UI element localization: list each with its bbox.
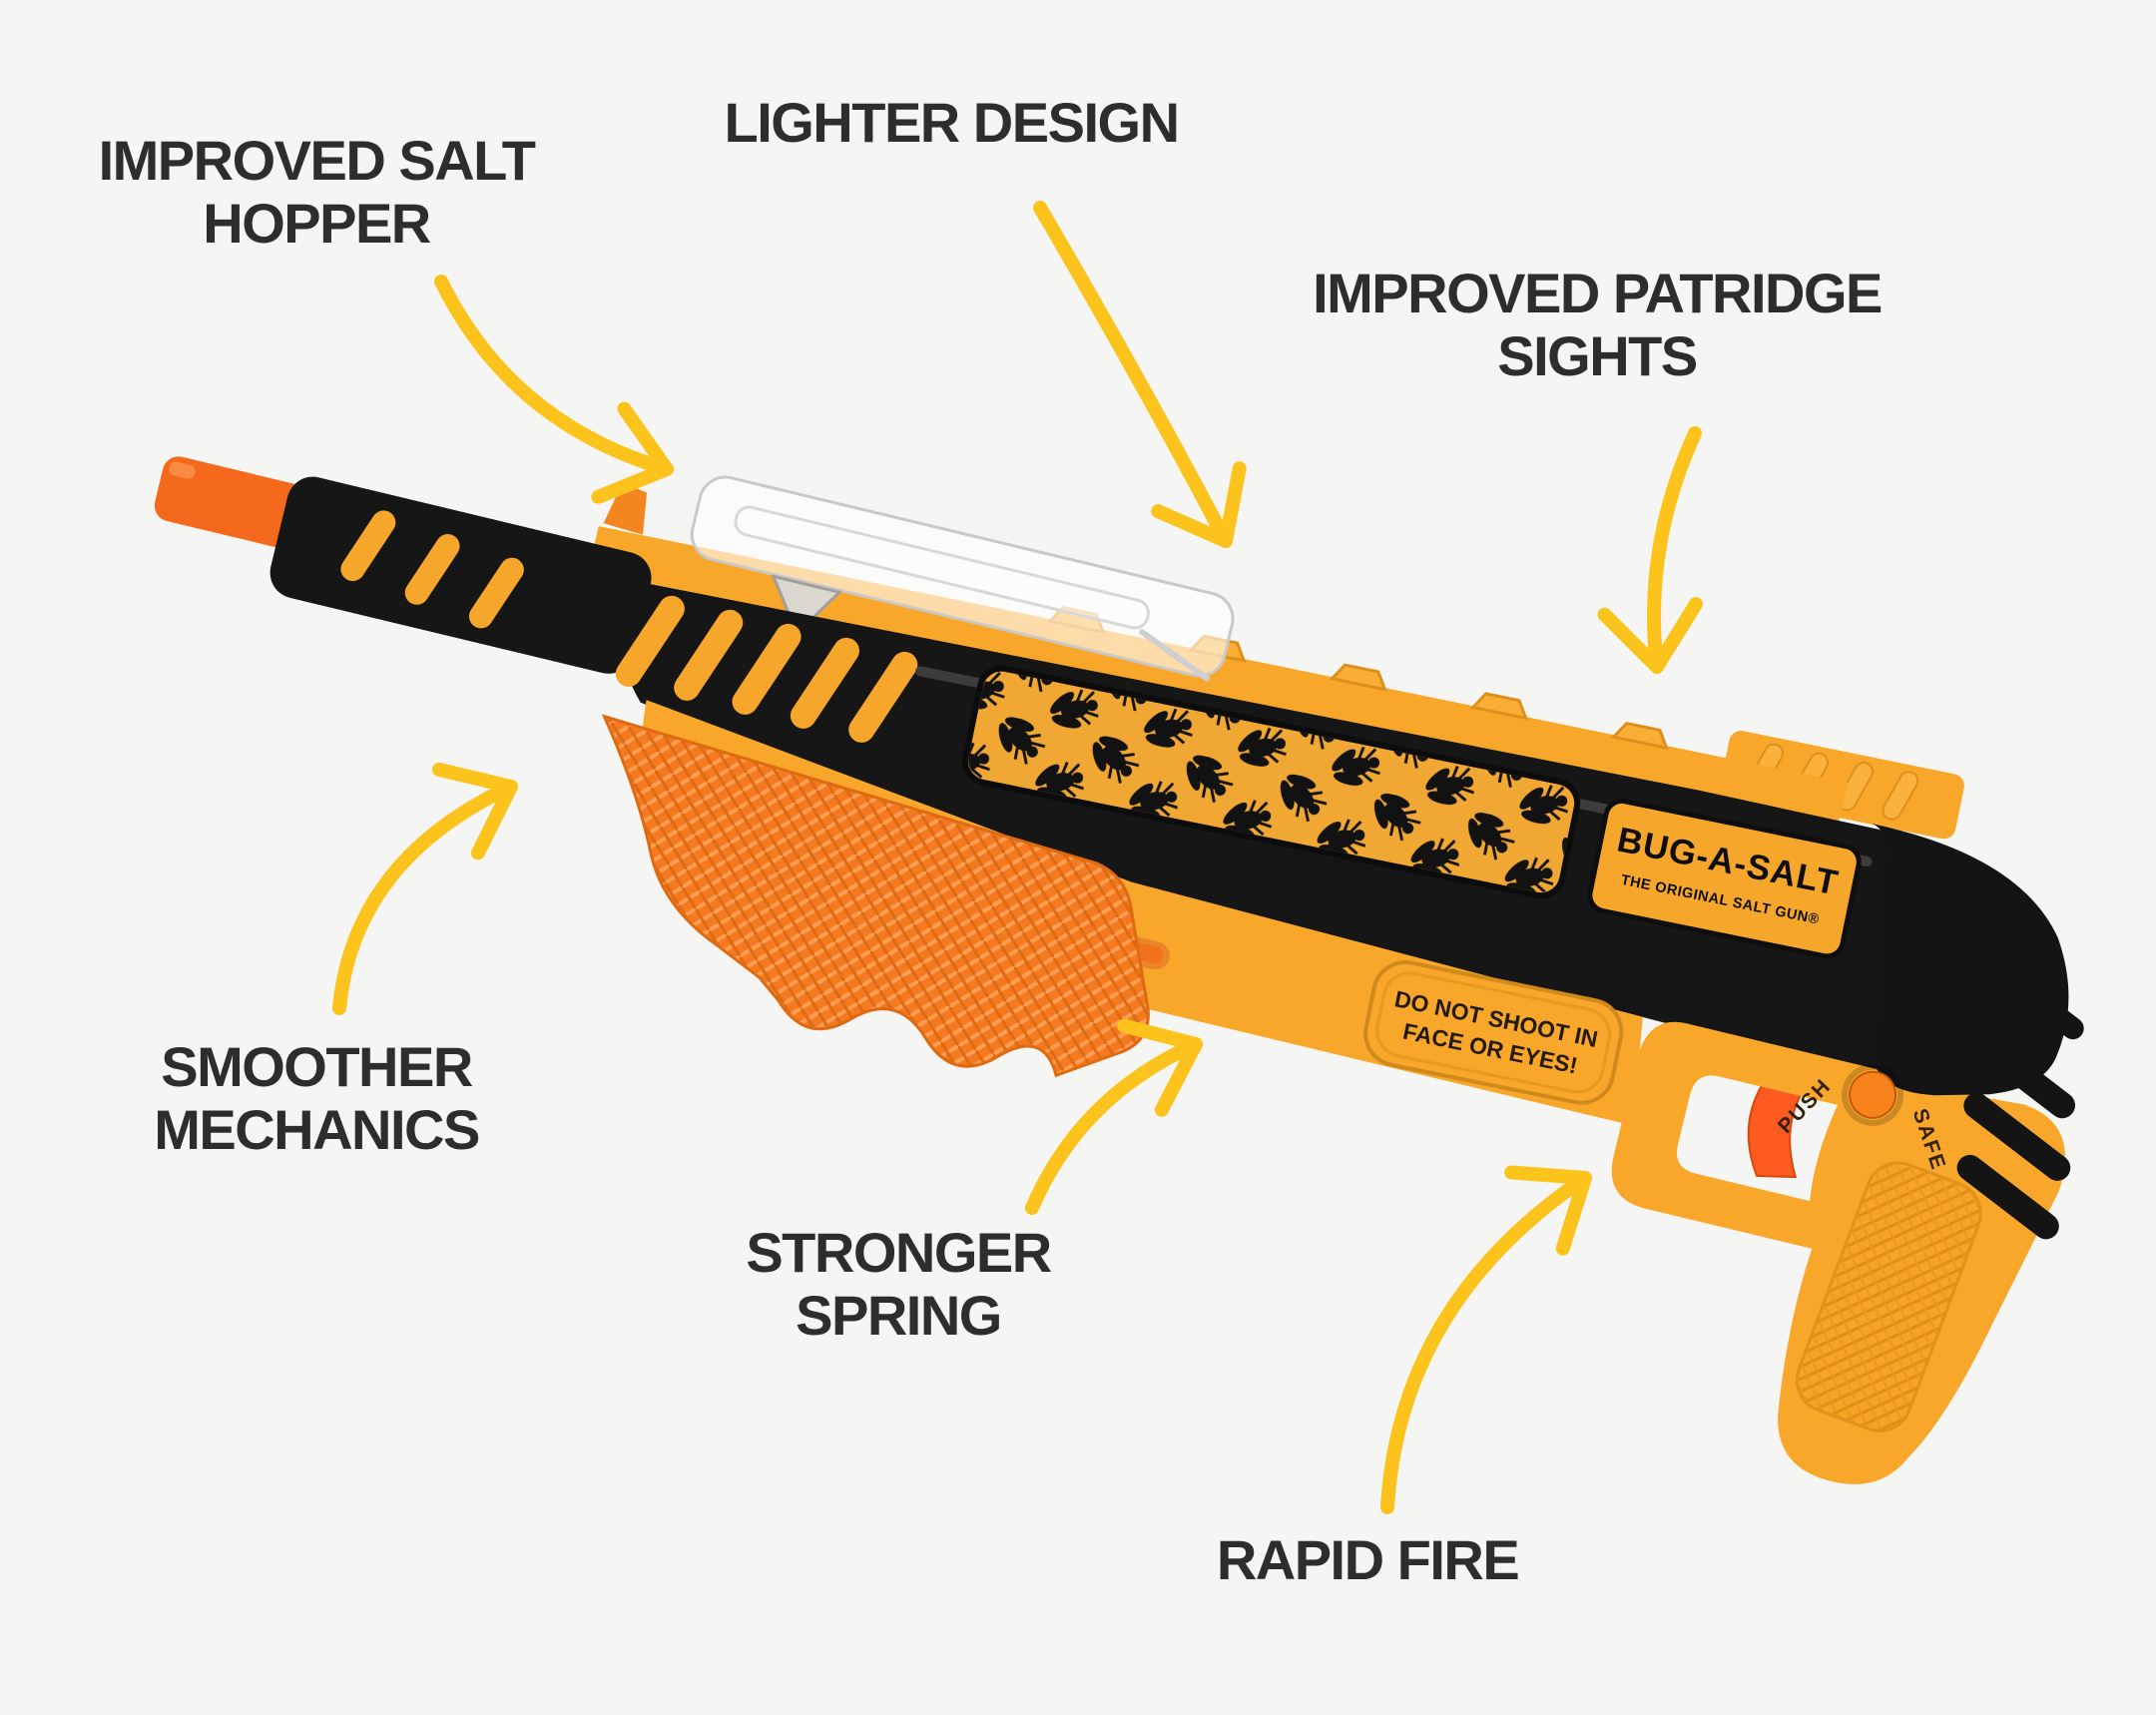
callout-line: SMOOTHER [161,1035,473,1098]
callout-line: HOPPER [203,191,431,255]
callout-arrows [332,201,1703,1514]
callout-line: MECHANICS [154,1097,480,1161]
trigger [1747,1083,1803,1179]
curved-arrow-down-left-icon [1597,426,1703,674]
callout-line: IMPROVED SALT [98,129,536,192]
grip-texture [1795,1161,1982,1432]
warning-plate: DO NOT SHOOT IN FACE OR EYES! [1363,960,1624,1105]
safety-button-dot [1849,1070,1897,1119]
brand-plate: BUG-A-SALT THE ORIGINAL SALT GUN® [1587,798,1862,959]
muzzle-tip [154,456,311,550]
barrel-shroud [270,476,652,674]
curved-arrow-up-right-icon-mechanics [332,762,518,1015]
callout-smoother-mechanics: SMOOTHER MECHANICS [87,1035,546,1161]
receiver-vent-slots [615,595,918,743]
fly-pattern-panel [962,665,1581,899]
callout-rapid-fire: RAPID FIRE [1118,1528,1617,1592]
curved-arrow-up-right-icon-spring [1025,1018,1203,1215]
curved-arrow-up-right-icon-rapidfire [1380,1165,1592,1514]
callout-improved-salt-hopper: IMPROVED SALT HOPPER [57,129,576,255]
curved-arrow-down-icon [1033,201,1247,548]
front-sight [603,482,648,535]
callout-line: LIGHTER DESIGN [724,91,1180,154]
salt-gun: BUG-A-SALT THE ORIGINAL SALT GUN® DO NOT… [154,456,2084,1484]
callout-line: STRONGER SPRING [746,1221,1052,1347]
callout-improved-patridge-sights: IMPROVED PATRIDGE SIGHTS [1278,262,1916,387]
callout-lighter-design: LIGHTER DESIGN [692,91,1211,155]
salt-hopper [690,475,1235,682]
callout-line: IMPROVED PATRIDGE [1313,262,1883,324]
callout-stronger-spring: STRONGER SPRING [639,1221,1158,1347]
curved-arrow-down-right-icon [434,275,674,504]
callout-line: RAPID FIRE [1216,1528,1520,1591]
rear-cap [1872,824,2084,1240]
callout-line: SIGHTS [1497,323,1698,387]
